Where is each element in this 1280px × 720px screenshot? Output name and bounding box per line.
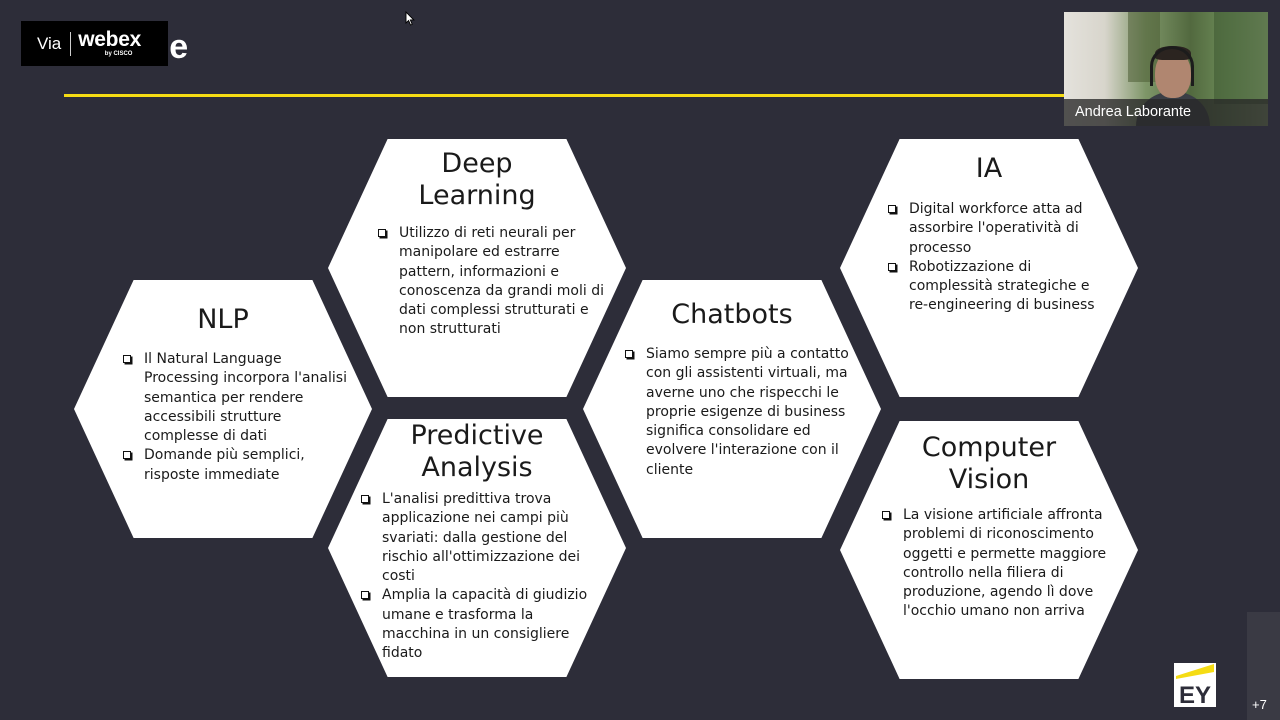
bullet-list: Il Natural Language Processing incorpora… [121,350,350,485]
bullet-item: L'analisi predittiva trova applicazione … [359,490,596,586]
bullet-text: Robotizzazione di complessità strategich… [909,258,1095,314]
checkbox-bullet-icon [361,591,369,600]
bullet-text: L'analisi predittiva trova applicazione … [382,491,580,585]
bullet-text: Domande più semplici, risposte immediate [144,447,305,483]
participant-video-tile[interactable]: Andrea Laborante [1064,12,1268,126]
bullet-item: Il Natural Language Processing incorpora… [121,350,350,446]
bullet-text: Siamo sempre più a contatto con gli assi… [646,346,849,478]
checkbox-bullet-icon [123,451,131,460]
svg-text:EY: EY [1179,682,1211,707]
participant-name: Andrea Laborante [1064,99,1268,126]
hexagon-deep-learning: Deep Learning Utilizzo di reti neurali p… [328,139,626,397]
bullet-list: Digital workforce atta ad assorbire l'op… [886,200,1112,316]
bullet-text: La visione artificiale affronta problemi… [903,507,1107,620]
hexagon-title: Predictive Analysis [328,420,626,484]
hexagon-title: Chatbots [671,299,793,330]
participants-panel[interactable] [1247,612,1280,720]
hexagon-title: Computer Vision [840,432,1138,496]
bullet-item: La visione artificiale affronta problemi… [880,506,1114,622]
bullet-list: Siamo sempre più a contatto con gli assi… [623,345,855,480]
webex-logo: webex by CISCO [78,27,141,58]
bullet-text: Utilizzo di reti neurali per manipolare … [399,225,605,338]
hexagon-title-line: Computer [921,432,1057,463]
hexagon-title: Deep Learning [328,148,626,212]
bullet-item: Siamo sempre più a contatto con gli assi… [623,345,855,480]
hexagon-title: IA [975,153,1003,184]
checkbox-bullet-icon [888,205,896,213]
webex-by-cisco: by CISCO [104,50,133,57]
hexagon-ia: IA Digital workforce atta ad assorbire l… [840,139,1138,397]
bullet-item: Digital workforce atta ad assorbire l'op… [886,200,1112,258]
bullet-text: Digital workforce atta ad assorbire l'op… [909,201,1083,256]
more-participants-count[interactable]: +7 [1252,697,1267,712]
bullet-list: La visione artificiale affronta problemi… [880,506,1114,622]
bullet-text: Amplia la capacità di giudizio umane e t… [382,587,588,662]
hexagon-nlp: NLP Il Natural Language Processing incor… [74,280,372,538]
bullet-list: Utilizzo di reti neurali per manipolare … [376,224,612,340]
webex-badge: Via webex by CISCO [21,21,168,66]
hexagon-title-line: Learning [418,180,536,211]
checkbox-bullet-icon [882,511,890,519]
ey-logo: EY [1174,663,1216,707]
bullet-list: L'analisi predittiva trova applicazione … [359,490,596,664]
checkbox-bullet-icon [123,355,131,363]
checkbox-bullet-icon [361,495,369,503]
video-background [1214,12,1268,104]
checkbox-bullet-icon [378,229,386,237]
hexagon-title: NLP [197,304,249,335]
hexagon-title-line: Vision [948,464,1030,495]
hexagon-computer-vision: Computer Vision La visione artificiale a… [840,421,1138,679]
checkbox-bullet-icon [625,350,633,358]
webex-brand: webex [78,27,141,51]
hexagon-title-line: Analysis [421,452,533,483]
bullet-item: Utilizzo di reti neurali per manipolare … [376,224,612,340]
mouse-pointer-icon [405,11,415,26]
bullet-item: Robotizzazione di complessità strategich… [886,258,1112,316]
bullet-text: Il Natural Language Processing incorpora… [144,351,347,445]
headset-icon [1150,46,1194,86]
hexagon-chatbots: Chatbots Siamo sempre più a contatto con… [583,280,881,538]
checkbox-bullet-icon [888,262,896,271]
hexagon-predictive-analysis: Predictive Analysis L'analisi predittiva… [328,419,626,677]
title-underline [64,94,1066,97]
hexagon-title-line: Predictive [410,420,544,451]
bullet-item: Domande più semplici, risposte immediate [121,446,350,485]
hexagon-title-line: Deep [441,148,513,179]
webex-via-label: Via [37,33,62,53]
bullet-item: Amplia la capacità di giudizio umane e t… [359,586,596,663]
webex-divider [70,31,72,56]
